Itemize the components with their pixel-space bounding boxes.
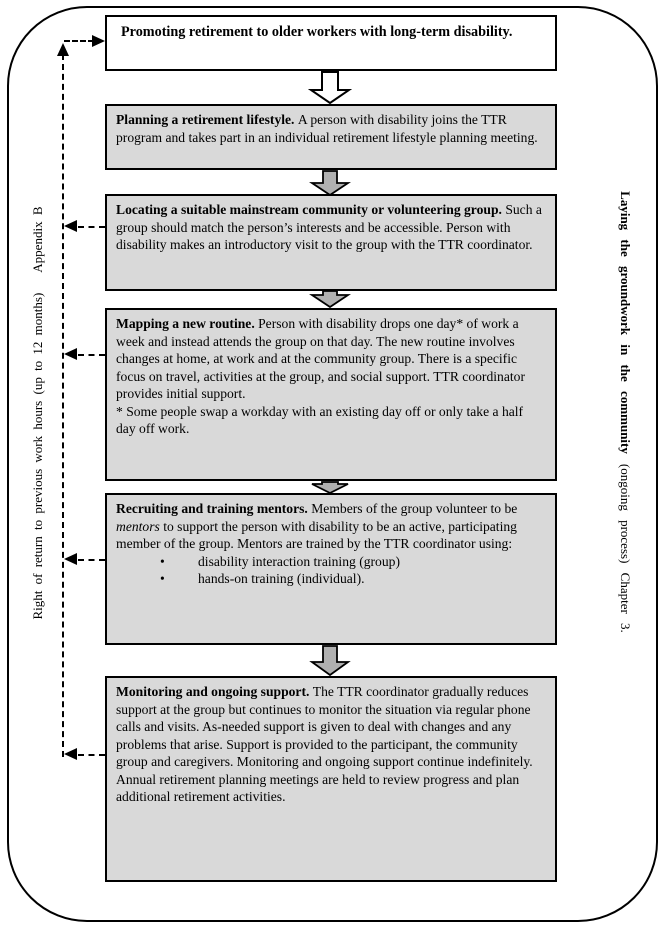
step-body: to support the person with disability to… [116, 518, 517, 552]
return-line-to-step1 [64, 40, 94, 42]
step-paragraph: Recruiting and training mentors. Members… [116, 500, 545, 553]
arrow-left-icon [64, 553, 77, 565]
return-line-from-step5 [78, 559, 105, 561]
step-title: Planning a retirement lifestyle. [116, 112, 298, 127]
step-title: Monitoring and ongoing support. [116, 684, 313, 699]
return-line-vertical [62, 54, 64, 757]
step-title: Locating a suitable mainstream community… [116, 202, 506, 217]
flow-arrow-down-icon [308, 71, 352, 104]
step-body: Members of the group volunteer to be [311, 501, 518, 516]
bullet-icon: • [160, 553, 165, 569]
return-line-from-step4 [78, 354, 105, 356]
flow-step-mapping-routine: Mapping a new routine. Person with disab… [105, 308, 557, 481]
chapter-reference: (ongoing process) Chapter 3. [618, 463, 633, 633]
step-title: Recruiting and training mentors. [116, 501, 312, 516]
return-line-from-step6 [78, 754, 105, 756]
bullet-icon: • [160, 571, 165, 586]
groundwork-label: Laying the groundwork in the community [618, 191, 633, 454]
step-title: Promoting retirement to older workers wi… [121, 24, 513, 40]
diagram-rounded-frame [7, 6, 658, 922]
step-body: The TTR coordinator gradually reduces su… [116, 684, 533, 804]
arrow-left-icon [64, 348, 77, 360]
appendix-reference: Appendix B [30, 206, 45, 273]
step-body: A person with disability joins the TTR p… [116, 112, 538, 145]
arrow-right-icon [92, 35, 105, 47]
flow-step-locating-group: Locating a suitable mainstream community… [105, 194, 557, 291]
arrow-left-icon [64, 748, 77, 760]
arrow-up-icon [57, 43, 69, 56]
flow-step-promoting-retirement: Promoting retirement to older workers wi… [105, 15, 557, 71]
return-line-from-step3 [78, 226, 105, 228]
flow-arrow-down-icon [309, 645, 351, 676]
return-rights-label: Right of return to previous work hours (… [30, 292, 45, 620]
step-title: Mapping a new routine. [116, 316, 259, 331]
left-margin-caption: Right of return to previous work hours (… [29, 178, 47, 648]
step-paragraph: Mapping a new routine. Person with disab… [116, 315, 545, 403]
bullet-text: disability interaction training (group) [198, 553, 400, 569]
list-item: • hands-on training (individual). [116, 570, 545, 588]
flow-step-monitoring-support: Monitoring and ongoing support. The TTR … [105, 676, 557, 882]
step-footnote: * Some people swap a workday with an exi… [116, 403, 524, 437]
flow-step-planning-lifestyle: Planning a retirement lifestyle. A perso… [105, 104, 557, 170]
flow-arrow-down-icon [311, 481, 349, 494]
flow-arrow-down-icon [309, 170, 351, 196]
right-margin-caption: Laying the groundwork in the community (o… [616, 177, 634, 647]
flow-arrow-down-icon [309, 290, 351, 308]
step-body: Person with disability drops one day* of… [116, 316, 525, 401]
list-item: • disability interaction training (group… [116, 553, 545, 571]
flow-step-recruiting-mentors: Recruiting and training mentors. Members… [105, 493, 557, 645]
arrow-left-icon [64, 220, 77, 232]
step-body-italic: mentors [116, 518, 160, 534]
step-body: Such a group should match the person’s i… [116, 202, 542, 252]
bullet-text: hands-on training (individual). [198, 571, 365, 586]
